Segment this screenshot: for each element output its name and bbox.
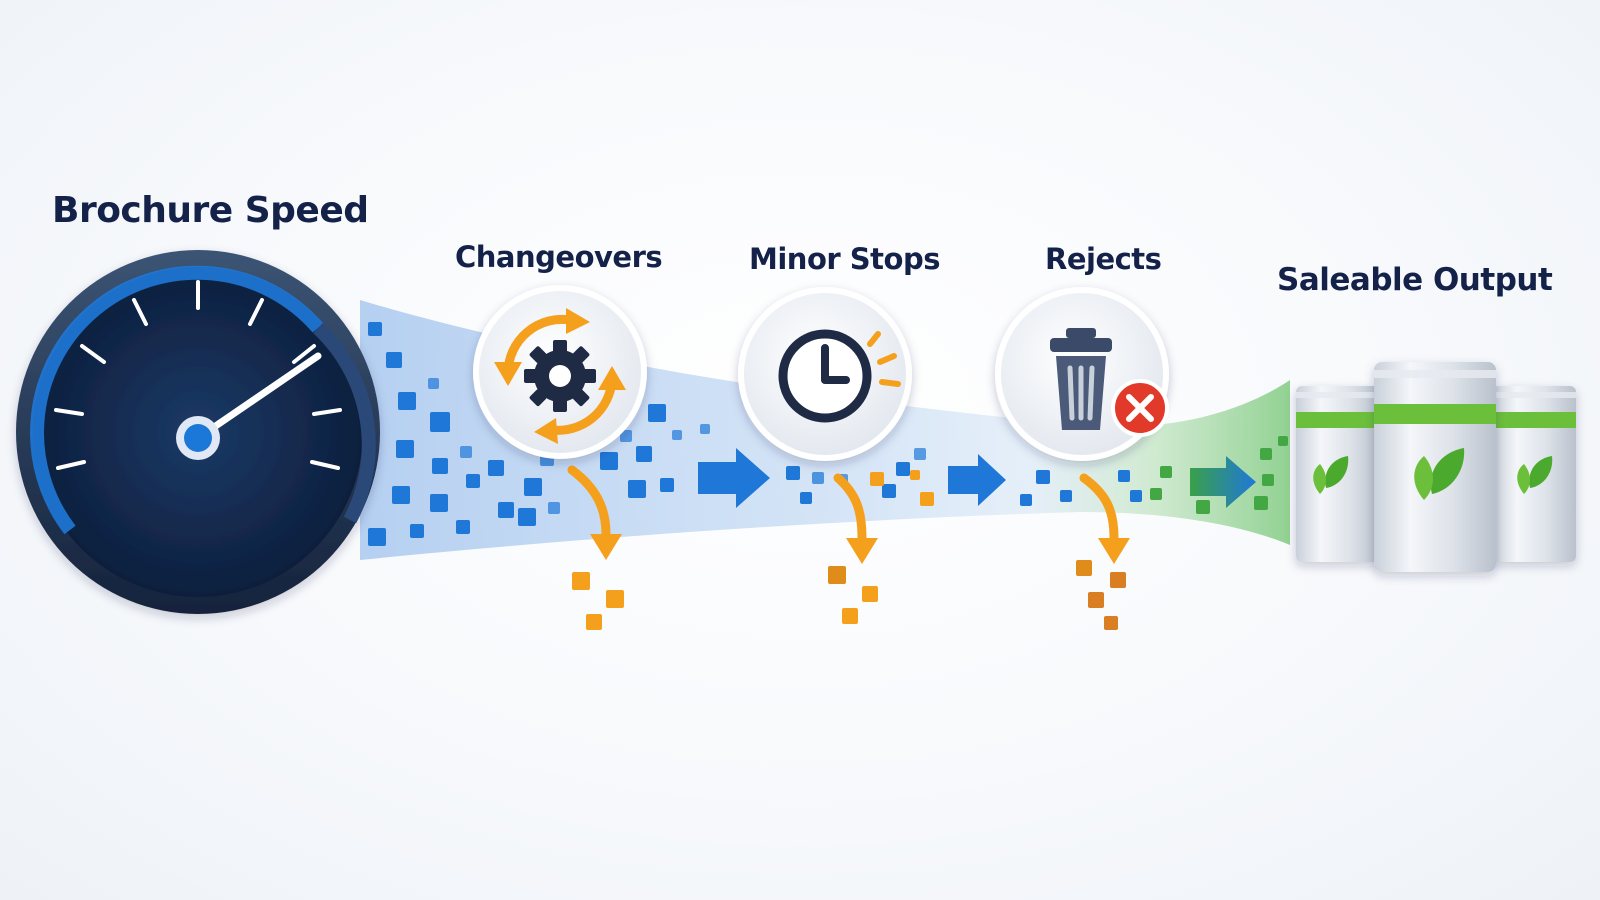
stage-label-brochure-speed: Brochure Speed xyxy=(52,190,369,231)
product-pouch-icon xyxy=(1296,362,1576,572)
loss-arrowheads xyxy=(590,534,1130,564)
stage-label-minor-stops: Minor Stops xyxy=(749,242,940,276)
flow-squares xyxy=(368,322,1142,546)
loss-squares-inline xyxy=(870,470,934,506)
trash-reject-icon xyxy=(1050,328,1169,437)
gear-cycle-icon xyxy=(494,308,626,444)
loss-arrows xyxy=(567,465,1119,543)
output-squares xyxy=(1150,436,1288,514)
flow-arrows xyxy=(698,448,1256,508)
stage-label-rejects: Rejects xyxy=(1045,242,1162,276)
stage-label-changeovers: Changeovers xyxy=(455,240,663,274)
stage-label-saleable-output: Saleable Output xyxy=(1277,262,1553,298)
speedometer-icon xyxy=(16,250,380,614)
clock-icon xyxy=(778,329,901,423)
loss-squares xyxy=(572,560,1126,630)
